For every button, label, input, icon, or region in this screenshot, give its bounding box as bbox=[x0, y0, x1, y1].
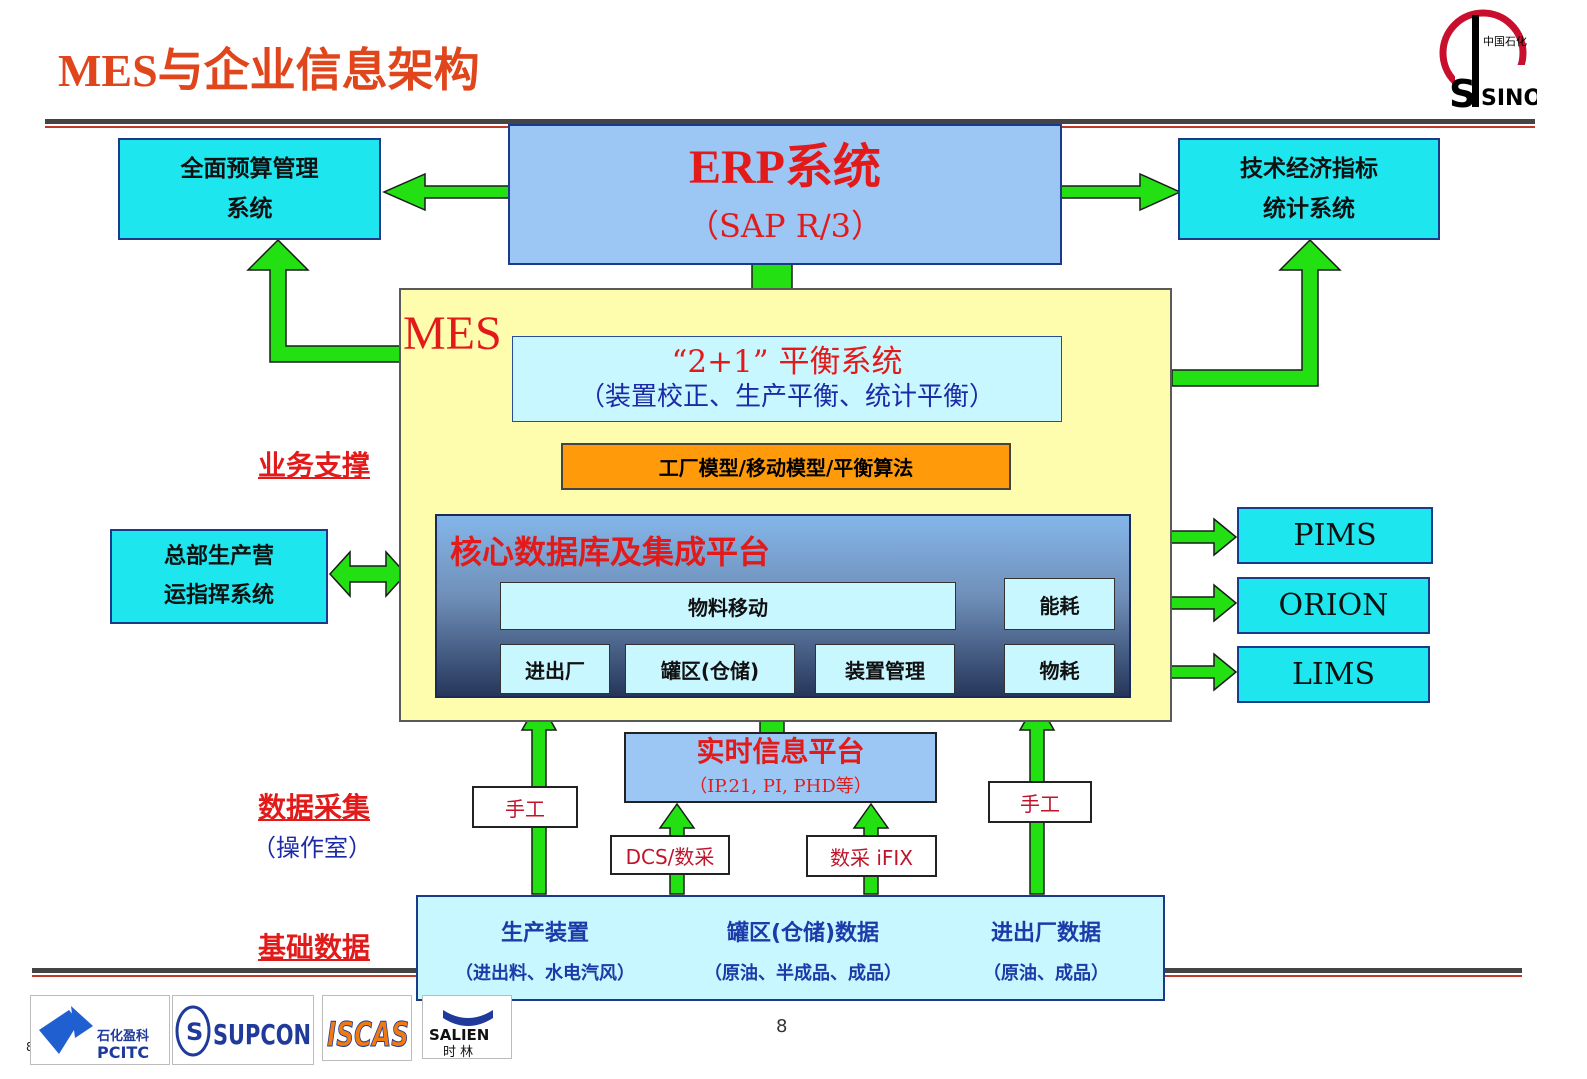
module-in-out: 进出厂 bbox=[500, 644, 610, 694]
label-data-collection-sub: （操作室） bbox=[252, 834, 372, 862]
balance-system-box: “2+1” 平衡系统 （装置校正、生产平衡、统计平衡） bbox=[512, 336, 1062, 422]
iscas-logo: ISCAS bbox=[322, 995, 412, 1061]
base-data-title: 罐区(仓储)数据 bbox=[726, 921, 880, 946]
base-data-sub: （原油、成品） bbox=[983, 963, 1109, 984]
svg-text:S: S bbox=[1449, 72, 1476, 113]
arrow-erp-to-budget bbox=[382, 172, 511, 212]
base-data-item-1: 罐区(仓储)数据 （原油、半成品、成品） bbox=[678, 915, 928, 985]
module-material-consume: 物耗 bbox=[1004, 644, 1115, 694]
tag-manual-right: 手工 bbox=[988, 781, 1092, 823]
tech-indicator-line1: 技术经济指标 bbox=[1240, 155, 1378, 182]
core-platform-title: 核心数据库及集成平台 bbox=[450, 533, 771, 571]
base-data-title: 进出厂数据 bbox=[990, 921, 1101, 946]
budget-system-box: 全面预算管理 系统 bbox=[118, 138, 381, 240]
module-energy: 能耗 bbox=[1004, 578, 1115, 630]
base-data-box bbox=[416, 895, 1165, 1001]
logo-small-text: 中国石化 bbox=[1483, 34, 1527, 48]
hq-command-line2: 运指挥系统 bbox=[163, 582, 274, 608]
page-title: MES与企业信息架构 bbox=[58, 45, 480, 96]
label-business-support: 业务支撑 bbox=[258, 449, 371, 482]
erp-subtitle: （SAP R/3） bbox=[687, 206, 883, 245]
balance-title: “2+1” 平衡系统 bbox=[671, 343, 903, 380]
tag-ifix: 数采 iFIX bbox=[806, 835, 937, 877]
erp-box: ERP系统 （SAP R/3） bbox=[508, 124, 1062, 265]
realtime-title: 实时信息平台 bbox=[696, 735, 865, 769]
tech-indicator-line2: 统计系统 bbox=[1263, 196, 1355, 222]
supcon-logo: S SUPCON bbox=[172, 995, 314, 1065]
module-device-mgmt: 装置管理 bbox=[815, 644, 955, 694]
module-tank: 罐区(仓储) bbox=[625, 644, 795, 694]
arrow-mes-to-budget bbox=[246, 238, 401, 363]
tag-dcs: DCS/数采 bbox=[610, 835, 730, 875]
realtime-platform-box: 实时信息平台 （IP.21, PI, PHD等） bbox=[624, 732, 937, 803]
mes-label: MES bbox=[403, 307, 502, 360]
pcitc-logo: 石化盈科 PCITC bbox=[30, 995, 170, 1065]
balance-subtitle: （装置校正、生产平衡、统计平衡） bbox=[578, 381, 995, 412]
external-orion: ORION bbox=[1237, 577, 1430, 634]
hq-command-line1: 总部生产营 bbox=[163, 544, 274, 569]
arrow-erp-to-tech bbox=[1060, 172, 1182, 212]
base-data-sub: （进出料、水电汽风） bbox=[455, 963, 635, 984]
logo-pcitc-cn: 石化盈科 bbox=[96, 1028, 149, 1044]
svg-text:S: S bbox=[186, 1018, 203, 1046]
hq-command-box: 总部生产营 运指挥系统 bbox=[110, 529, 328, 624]
label-data-collection: 数据采集 bbox=[258, 791, 371, 824]
logo-salien-text: SALIEN bbox=[429, 1026, 489, 1044]
module-material-move: 物料移动 bbox=[500, 582, 956, 630]
base-data-sub: （原油、半成品、成品） bbox=[704, 963, 902, 984]
tech-indicator-box: 技术经济指标 统计系统 bbox=[1178, 138, 1440, 240]
logo-supcon-text: SUPCON bbox=[213, 1018, 311, 1051]
budget-system-line2: 系统 bbox=[226, 196, 273, 222]
external-pims: PIMS bbox=[1237, 507, 1433, 564]
arrow-hq-mes bbox=[328, 550, 408, 598]
arrow-mes-to-tech bbox=[1171, 238, 1342, 387]
base-data-title: 生产装置 bbox=[500, 921, 589, 946]
logo-iscas-text: ISCAS bbox=[327, 1015, 409, 1055]
erp-title: ERP系统 bbox=[688, 141, 881, 195]
base-data-item-0: 生产装置 （进出料、水电汽风） bbox=[430, 915, 660, 985]
budget-system-line1: 全面预算管理 bbox=[180, 155, 319, 182]
tag-manual-left: 手工 bbox=[472, 786, 578, 828]
corner-number: 8 bbox=[26, 1040, 34, 1054]
label-base-data: 基础数据 bbox=[258, 931, 371, 964]
header-rule bbox=[45, 119, 1535, 124]
base-data-item-2: 进出厂数据 （原油、成品） bbox=[940, 915, 1152, 985]
logo-pcitc-en: PCITC bbox=[97, 1043, 149, 1062]
logo-salien-cn: 时 林 bbox=[443, 1045, 473, 1060]
salien-logo: SALIEN 时 林 bbox=[422, 995, 512, 1060]
external-lims: LIMS bbox=[1237, 646, 1430, 703]
realtime-subtitle: （IP.21, PI, PHD等） bbox=[689, 775, 872, 797]
page-number: 8 bbox=[776, 1016, 788, 1037]
model-bar: 工厂模型/移动模型/平衡算法 bbox=[561, 443, 1011, 490]
